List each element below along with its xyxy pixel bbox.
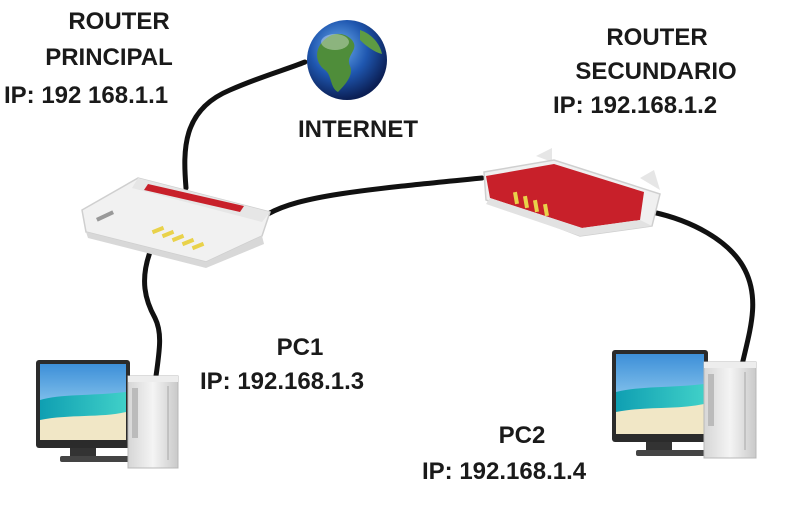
router-principal-label-line2: PRINCIPAL xyxy=(45,44,173,71)
internet-globe-icon xyxy=(307,20,387,100)
cable-router-internet xyxy=(182,59,308,191)
pc1-ip: IP: 192.168.1.3 xyxy=(200,368,365,395)
internet-label: INTERNET xyxy=(298,116,418,143)
router-secundario-label-line2: SECUNDARIO xyxy=(575,58,737,85)
pc1-computer-icon xyxy=(36,360,179,469)
pc2-ip: IP: 192.168.1.4 xyxy=(422,458,587,485)
pc2-computer-icon xyxy=(612,350,757,459)
router-secundario-icon xyxy=(483,148,661,237)
pc1-name: PC1 xyxy=(276,334,324,361)
router-principal-ip: IP: 192 168.1.1 xyxy=(4,82,169,109)
router-secundario-label-line1: ROUTER xyxy=(606,24,708,51)
cable-router2-pc2 xyxy=(649,209,756,368)
router-principal-label-line1: ROUTER xyxy=(68,8,170,35)
pc2-name: PC2 xyxy=(498,422,546,449)
router-secundario-ip: IP: 192.168.1.2 xyxy=(553,92,718,119)
cable-router-router xyxy=(265,175,485,217)
cable-router-pc1 xyxy=(142,249,163,379)
router-principal-icon xyxy=(81,177,271,268)
